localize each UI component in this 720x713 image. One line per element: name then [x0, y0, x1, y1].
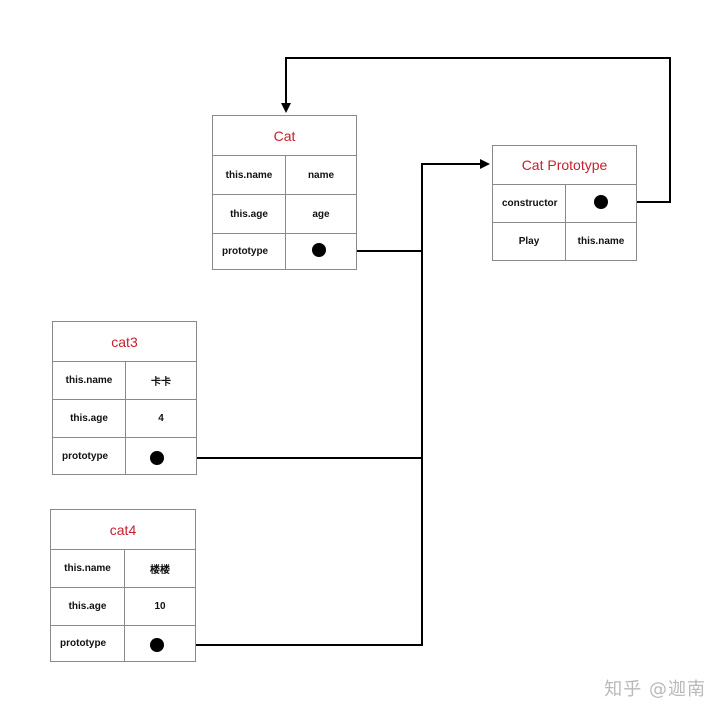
- cat-row-prototype: prototype: [213, 234, 356, 269]
- cat3-row-prototype: prototype: [53, 438, 196, 474]
- cat-value-name: name: [285, 156, 356, 194]
- constructor-pointer-dot: [594, 195, 608, 209]
- cat-row-name: this.name name: [213, 156, 356, 195]
- cat-prototype-pointer-dot: [312, 243, 326, 257]
- cat-key-name: this.name: [225, 169, 273, 181]
- cat-prototype-value-play: this.name: [565, 223, 636, 260]
- cat-box-title: Cat: [213, 116, 356, 156]
- cat-value-age: age: [285, 195, 356, 233]
- watermark: 知乎 @迦南: [604, 679, 706, 700]
- cat4-box: cat4 this.name 楼楼 this.age 10 prototype: [50, 509, 196, 662]
- cat4-value-age: 10: [124, 588, 195, 625]
- connector-cat-prototype: [320, 159, 490, 252]
- cat4-key-age: this.age: [68, 601, 107, 612]
- cat4-value-prototype: [124, 626, 195, 661]
- cat4-value-name: 楼楼: [124, 550, 195, 587]
- cat3-value-prototype: [125, 438, 196, 474]
- cat-prototype-row-play: Play this.name: [493, 223, 636, 260]
- cat-prototype-key-play: Play: [518, 236, 540, 247]
- cat-prototype-box-title: Cat Prototype: [493, 146, 636, 185]
- cat4-box-title: cat4: [51, 510, 195, 550]
- cat4-prototype-pointer-dot: [150, 638, 164, 652]
- cat4-row-name: this.name 楼楼: [51, 550, 195, 588]
- cat3-key-name: this.name: [65, 375, 113, 386]
- connector-constructor: [281, 57, 671, 203]
- cat-value-prototype: [285, 234, 356, 269]
- cat3-prototype-pointer-dot: [150, 451, 164, 465]
- cat-box: Cat this.name name this.age age prototyp…: [212, 115, 357, 270]
- cat-prototype-row-constructor: constructor: [493, 185, 636, 223]
- cat4-key-prototype: prototype: [60, 638, 107, 649]
- cat3-box-title: cat3: [53, 322, 196, 362]
- cat4-row-age: this.age 10: [51, 588, 195, 626]
- cat4-row-prototype: prototype: [51, 626, 195, 661]
- cat3-row-age: this.age 4: [53, 400, 196, 438]
- cat-key-prototype: prototype: [222, 246, 269, 257]
- cat3-key-prototype: prototype: [62, 450, 109, 462]
- cat3-key-age: this.age: [70, 413, 108, 424]
- cat-prototype-box: Cat Prototype constructor Play this.name: [492, 145, 637, 261]
- cat-prototype-value-constructor: [565, 185, 636, 222]
- cat3-row-name: this.name 卡卡: [53, 362, 196, 400]
- cat4-key-name: this.name: [64, 563, 111, 574]
- cat3-value-name: 卡卡: [125, 362, 196, 399]
- cat-prototype-key-constructor: constructor: [502, 198, 558, 209]
- cat-key-age: this.age: [230, 208, 268, 220]
- cat-row-age: this.age age: [213, 195, 356, 234]
- connector-cat4-prototype: [157, 458, 423, 646]
- cat3-value-age: 4: [125, 400, 196, 437]
- cat3-box: cat3 this.name 卡卡 this.age 4 prototype: [52, 321, 197, 475]
